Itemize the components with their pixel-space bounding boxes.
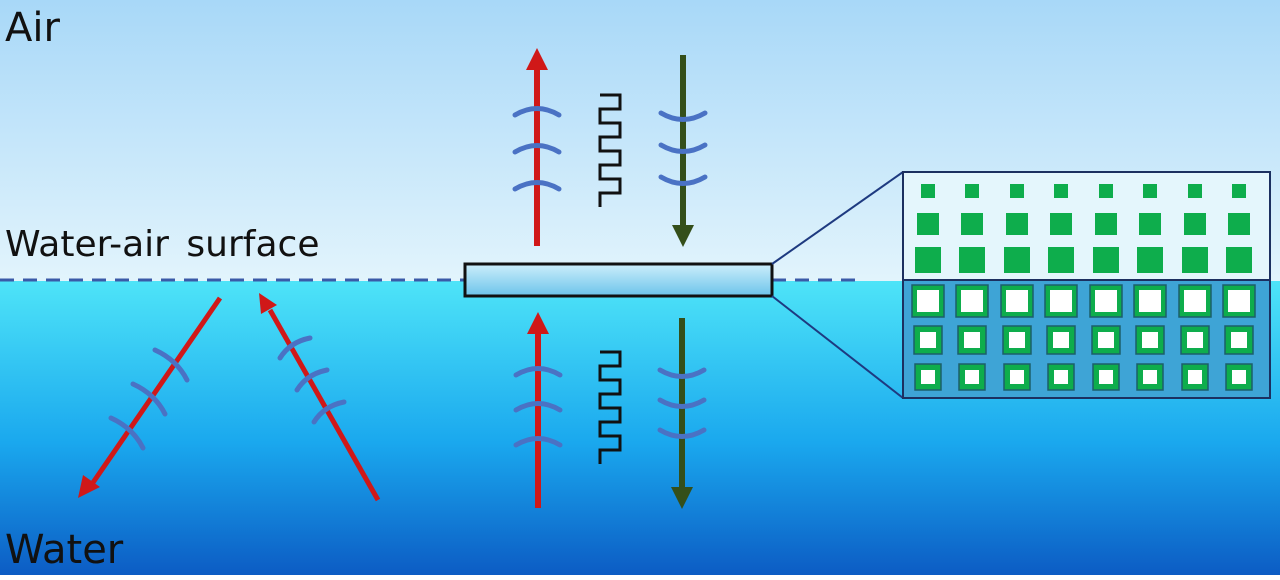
lower-red-arrow bbox=[513, 312, 563, 508]
red-arrow-icon bbox=[527, 312, 549, 334]
inset-square-grid bbox=[911, 184, 1256, 391]
zoom-line-top bbox=[771, 171, 904, 265]
inset-green-square bbox=[1095, 213, 1117, 235]
inset-green-square bbox=[1188, 184, 1202, 198]
inset-white-square bbox=[1053, 332, 1069, 348]
inset-white-square bbox=[1228, 290, 1250, 312]
wave-arc-icon bbox=[658, 110, 708, 122]
inset-green-frame-square bbox=[957, 325, 987, 355]
inset-white-square bbox=[961, 290, 983, 312]
inset-green-square bbox=[965, 184, 979, 198]
wave-arc-icon bbox=[657, 397, 707, 409]
inset-green-frame-square bbox=[1092, 363, 1120, 391]
red-arrow-icon bbox=[78, 475, 100, 498]
inset-green-square bbox=[1006, 213, 1028, 235]
inset-green-square bbox=[1137, 247, 1163, 273]
inset-green-square bbox=[1232, 184, 1246, 198]
inset-white-square bbox=[1006, 290, 1028, 312]
inset-top-panel bbox=[903, 172, 1270, 280]
left-downward-ray bbox=[78, 296, 223, 498]
inset-green-square bbox=[1184, 213, 1206, 235]
green-arrow-icon bbox=[672, 225, 694, 247]
inset-white-square bbox=[1142, 332, 1158, 348]
device-membrane bbox=[463, 262, 774, 298]
wave-arc-icon bbox=[658, 142, 708, 154]
inset-white-square bbox=[1095, 290, 1117, 312]
wave-arc-icon bbox=[108, 415, 146, 451]
inset-green-square bbox=[1054, 184, 1068, 198]
square-wave-icon bbox=[598, 93, 622, 207]
wave-arc-icon bbox=[513, 436, 563, 448]
inset-white-square bbox=[1231, 332, 1247, 348]
inset-green-square bbox=[1139, 213, 1161, 235]
inset-green-square bbox=[1048, 247, 1074, 273]
inset-green-square bbox=[1143, 184, 1157, 198]
wave-arc-icon bbox=[512, 143, 562, 155]
inset-white-square bbox=[964, 332, 980, 348]
inset-white-square bbox=[921, 370, 935, 384]
wave-arc-icon bbox=[658, 174, 708, 186]
wave-arc-icon bbox=[311, 399, 347, 425]
inset-white-square bbox=[920, 332, 936, 348]
inset-green-square bbox=[1228, 213, 1250, 235]
inset-white-square bbox=[965, 370, 979, 384]
wave-arc-icon bbox=[152, 347, 190, 383]
wave-arc-icon bbox=[657, 427, 707, 439]
red-arrow-icon bbox=[259, 293, 277, 314]
inset-white-square bbox=[1010, 370, 1024, 384]
inset-green-square bbox=[1226, 247, 1252, 273]
inset-magnified-structure bbox=[902, 171, 1271, 399]
wave-arc-icon bbox=[512, 180, 562, 192]
inset-green-square bbox=[1004, 247, 1030, 273]
inset-white-square bbox=[1187, 332, 1203, 348]
wave-arc-icon bbox=[277, 335, 313, 361]
green-arrow-icon bbox=[671, 487, 693, 509]
inset-green-square bbox=[917, 213, 939, 235]
inset-green-square bbox=[915, 247, 941, 273]
inset-white-square bbox=[1184, 290, 1206, 312]
water-label: Water bbox=[5, 527, 124, 573]
inset-white-square bbox=[1050, 290, 1072, 312]
inset-green-square bbox=[1050, 213, 1072, 235]
inset-white-square bbox=[1143, 370, 1157, 384]
inset-green-square bbox=[1099, 184, 1113, 198]
inset-white-square bbox=[1054, 370, 1068, 384]
inset-white-square bbox=[1232, 370, 1246, 384]
inset-white-square bbox=[1188, 370, 1202, 384]
inset-green-square bbox=[921, 184, 935, 198]
wave-arc-icon bbox=[130, 381, 168, 417]
inset-green-square bbox=[1010, 184, 1024, 198]
zoom-line-bottom bbox=[771, 295, 904, 399]
inset-green-square bbox=[1093, 247, 1119, 273]
square-wave-icon bbox=[598, 350, 622, 464]
water-air-surface-label: Water-air surface bbox=[5, 224, 320, 265]
inset-green-square bbox=[959, 247, 985, 273]
lower-green-arrow bbox=[657, 318, 707, 509]
inset-white-square bbox=[917, 290, 939, 312]
wave-arc-icon bbox=[294, 367, 330, 393]
red-arrow-icon bbox=[526, 48, 548, 70]
inset-green-square bbox=[961, 213, 983, 235]
inset-white-square bbox=[1099, 370, 1113, 384]
inset-white-square bbox=[1098, 332, 1114, 348]
inset-green-square bbox=[1182, 247, 1208, 273]
wave-arc-icon bbox=[513, 366, 563, 378]
upper-red-arrow bbox=[512, 48, 562, 246]
wave-arc-icon bbox=[513, 401, 563, 413]
inset-white-square bbox=[1009, 332, 1025, 348]
inset-white-square bbox=[1139, 290, 1161, 312]
left-upward-ray bbox=[259, 293, 381, 502]
wave-arc-icon bbox=[512, 106, 562, 118]
wave-arc-icon bbox=[657, 367, 707, 379]
air-label: Air bbox=[5, 5, 60, 51]
upper-green-arrow bbox=[658, 55, 708, 247]
inset-frame bbox=[902, 171, 1271, 399]
